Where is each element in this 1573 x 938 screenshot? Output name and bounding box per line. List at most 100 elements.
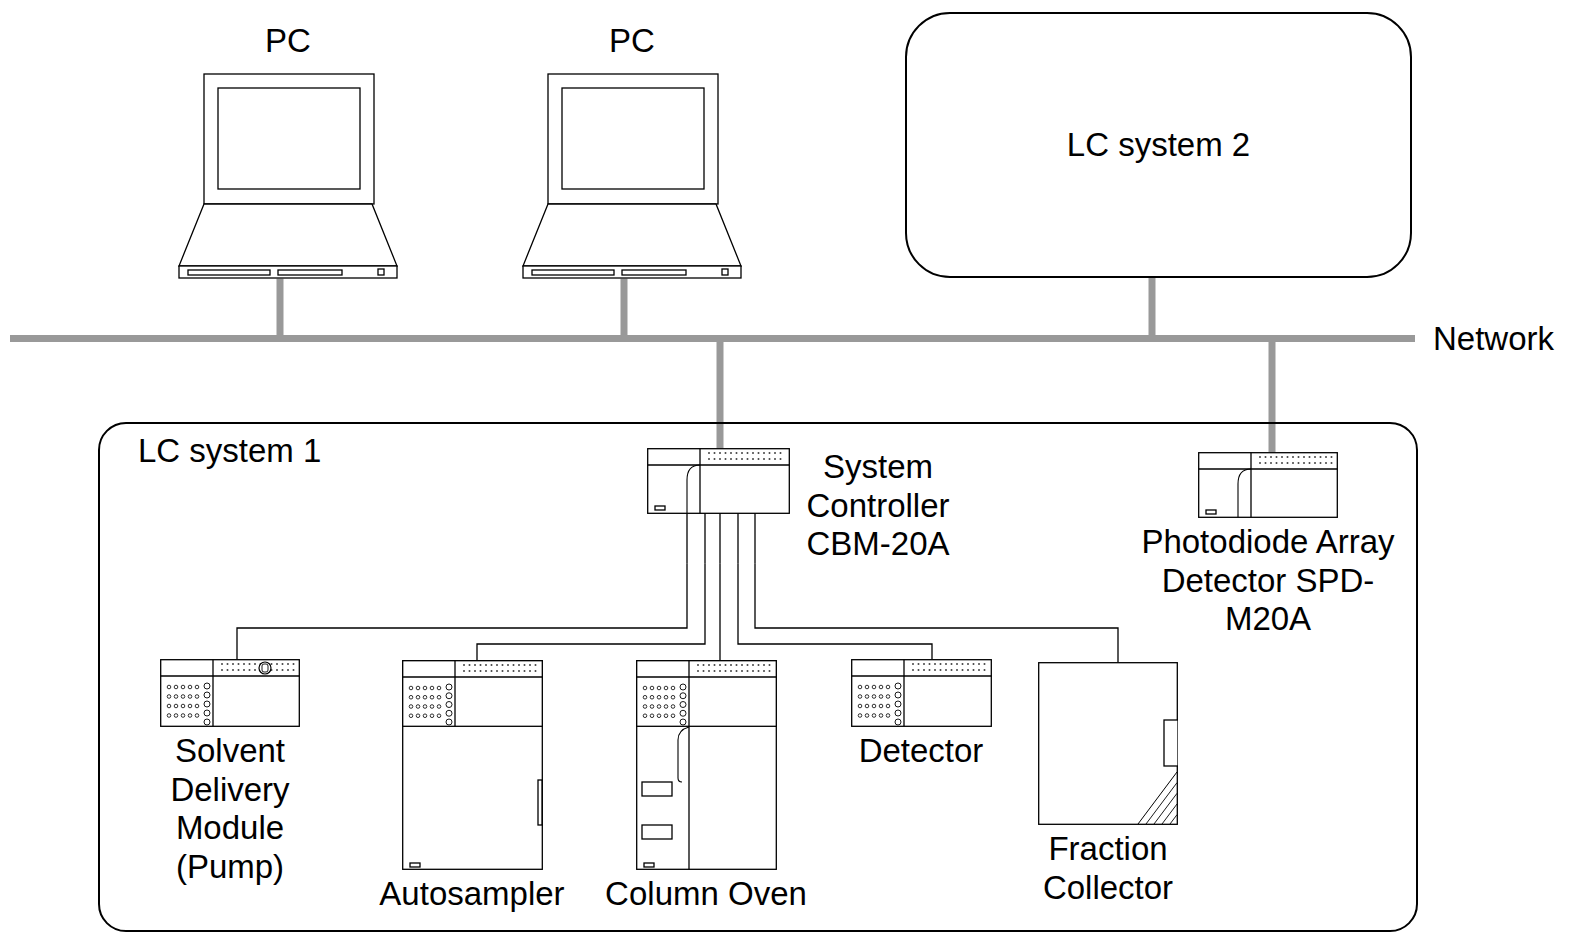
round-button [204,683,210,689]
panel-dot [468,664,470,666]
key-button [650,695,654,699]
panel-dot [496,670,498,672]
node-label: LC system 2 [1067,126,1250,165]
key-button [650,686,654,690]
key-button [174,714,178,718]
panel-dot [697,664,699,666]
panel-dot [741,458,743,460]
panel-dot [1276,456,1278,458]
panel-dot [752,670,754,672]
ctrl-illustration [648,449,790,514]
panel-dot [534,664,536,666]
key-button [409,705,413,709]
node-label: Fraction Collector [1028,830,1188,907]
body-outline [1039,663,1178,825]
key-button [886,695,890,699]
panel-dot [518,670,520,672]
panel-dot [961,663,963,665]
screen [562,88,704,189]
key-button [671,686,675,690]
panel-dot [708,664,710,666]
panel-dot [479,664,481,666]
panel-dot [769,452,771,454]
panel-dot [1298,462,1300,464]
panel-dot [939,669,941,671]
panel-dot [271,663,273,665]
key-button [423,714,427,718]
panel-dot [243,663,245,665]
panel-line [1250,453,1251,518]
module-outline [1199,453,1338,518]
hatch-line [1146,783,1177,824]
round-button [895,710,901,716]
panel-dot [282,669,284,671]
key-button [650,705,654,709]
panel-dot [1331,456,1333,458]
key-button [886,704,890,708]
panel-dot [254,663,256,665]
panel-dot [752,458,754,460]
panel-dot [741,452,743,454]
base-slot [278,270,342,275]
panel-line [454,661,455,727]
key-button [872,695,876,699]
key-button [879,695,883,699]
oven-icon [636,660,777,870]
key-button [437,686,441,690]
base-slot [188,270,270,275]
panel-dot [1281,456,1283,458]
key-button [865,685,869,689]
door-handle [1164,720,1178,766]
panel-dot [956,669,958,671]
round-button [680,710,686,716]
panel-dot [939,663,941,665]
panel-dot [917,663,919,665]
panel-dot [746,670,748,672]
key-button [858,685,862,689]
panel-dot [769,458,771,460]
panel-dot [912,663,914,665]
round-button [680,693,686,699]
panel-dot [463,670,465,672]
panel-dot [917,669,919,671]
panel-dot [719,458,721,460]
panel-dot [923,669,925,671]
keyboard-base [523,204,741,266]
cable-stub [686,513,687,564]
panel-dot [758,458,760,460]
panel-line [161,675,300,676]
cable-stub [704,513,705,564]
panel-dot [1325,462,1327,464]
panel-dot [249,663,251,665]
module-outline [648,449,790,514]
key-button [430,686,434,690]
panel-curve [1238,469,1251,517]
key-button [423,695,427,699]
panel-dot [1270,456,1272,458]
panel-dot [708,458,710,460]
panel-dot [287,669,289,671]
key-button [195,685,199,689]
cable-stub [737,513,738,564]
panel-dot [1265,462,1267,464]
panel-line [648,464,790,465]
panel-dot [479,670,481,672]
door-handle [538,780,542,825]
system-frame: LC system 1System Controller CBM-20APhot… [98,422,1418,932]
key-button [886,714,890,718]
round-button [446,702,452,708]
panel-dot [1303,456,1305,458]
cable-stubs [687,513,755,564]
panel-line [212,660,213,727]
panel-dot [221,663,223,665]
panel-dot [1325,456,1327,458]
panel-dot [757,664,759,666]
panel-dot [1292,462,1294,464]
panel-dot [232,669,234,671]
instrument-module: Detector [846,659,996,771]
key-button [181,714,185,718]
panel-dot [752,664,754,666]
round-button [204,719,210,725]
panel-dot [243,669,245,671]
